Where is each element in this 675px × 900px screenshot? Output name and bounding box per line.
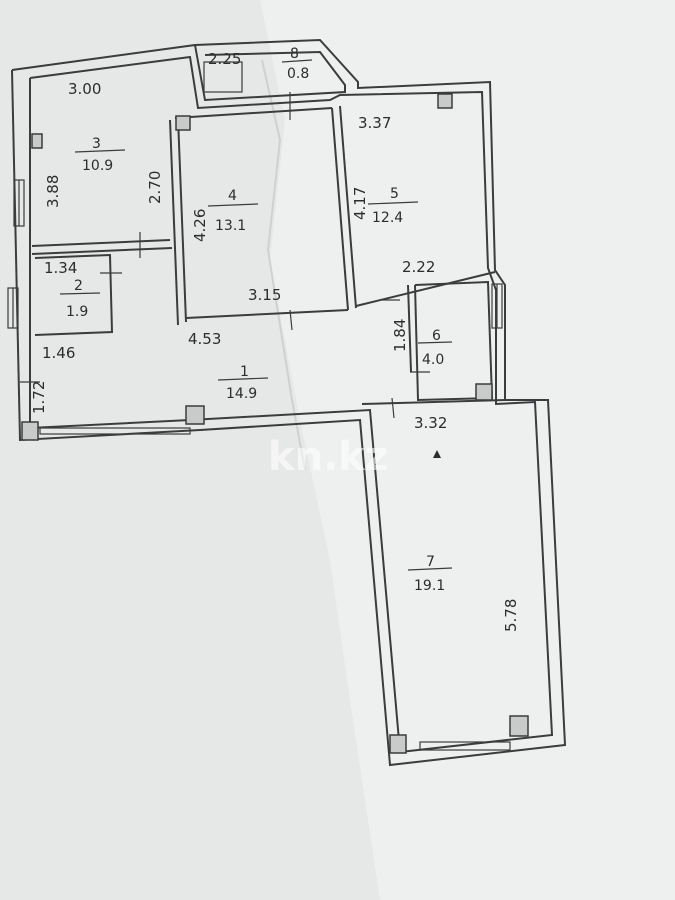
- watermark: kn.kz: [268, 434, 388, 480]
- room-7: 7 19.1: [414, 554, 445, 594]
- room-number: 8: [290, 46, 299, 62]
- room-number: 7: [426, 554, 435, 570]
- dim-1-46: 1.46: [42, 344, 75, 362]
- dim-2-25: 2.25: [208, 50, 241, 68]
- room-area: 4.0: [422, 352, 444, 368]
- room-5: 5 12.4: [372, 186, 403, 226]
- dim-2-22: 2.22: [402, 258, 435, 276]
- dim-3-32: 3.32: [414, 414, 447, 432]
- room-number: 4: [228, 188, 237, 204]
- room-2: 2 1.9: [66, 278, 88, 320]
- dim-1-72: 1.72: [30, 381, 48, 414]
- entrance-arrow-icon: [433, 450, 441, 458]
- dim-1-84: 1.84: [391, 319, 409, 352]
- paper-fold-light: [260, 0, 675, 900]
- dimension-labels: 3.00 2.25 3.37 3.88 2.70 4.26 4.17 2.22 …: [30, 50, 520, 632]
- dim-3-00: 3.00: [68, 80, 101, 98]
- dim-3-15: 3.15: [248, 286, 281, 304]
- room-area: 12.4: [372, 210, 403, 226]
- interior-walls: [31, 105, 506, 405]
- room-area: 0.8: [287, 66, 309, 82]
- dim-2-70: 2.70: [146, 171, 164, 204]
- room-number: 1: [240, 364, 249, 380]
- dim-3-37: 3.37: [358, 114, 391, 132]
- columns: [21, 93, 529, 754]
- room-area: 14.9: [226, 386, 257, 402]
- dim-5-78: 5.78: [502, 599, 520, 632]
- room-area: 13.1: [215, 218, 246, 234]
- room-1: 1 14.9: [226, 364, 257, 402]
- dim-1-34: 1.34: [44, 259, 77, 277]
- room-number: 2: [74, 278, 83, 294]
- room-3: 3 10.9: [82, 136, 113, 174]
- outer-walls: [11, 38, 567, 767]
- room-number: 5: [390, 186, 399, 202]
- room-8: 8 0.8: [287, 46, 309, 82]
- dim-4-17: 4.17: [351, 187, 369, 220]
- room-area: 19.1: [414, 578, 445, 594]
- dim-3-88: 3.88: [44, 175, 62, 208]
- room-4: 4 13.1: [215, 188, 246, 234]
- door-marks: [20, 92, 430, 419]
- room-area: 1.9: [66, 304, 88, 320]
- dim-4-53: 4.53: [188, 330, 221, 348]
- room-6: 6 4.0: [422, 328, 444, 368]
- room-label-bars: [59, 59, 453, 571]
- windows: [7, 61, 511, 751]
- room-area: 10.9: [82, 158, 113, 174]
- room-number: 3: [92, 136, 101, 152]
- room-number: 6: [432, 328, 441, 344]
- dim-4-26: 4.26: [191, 209, 209, 242]
